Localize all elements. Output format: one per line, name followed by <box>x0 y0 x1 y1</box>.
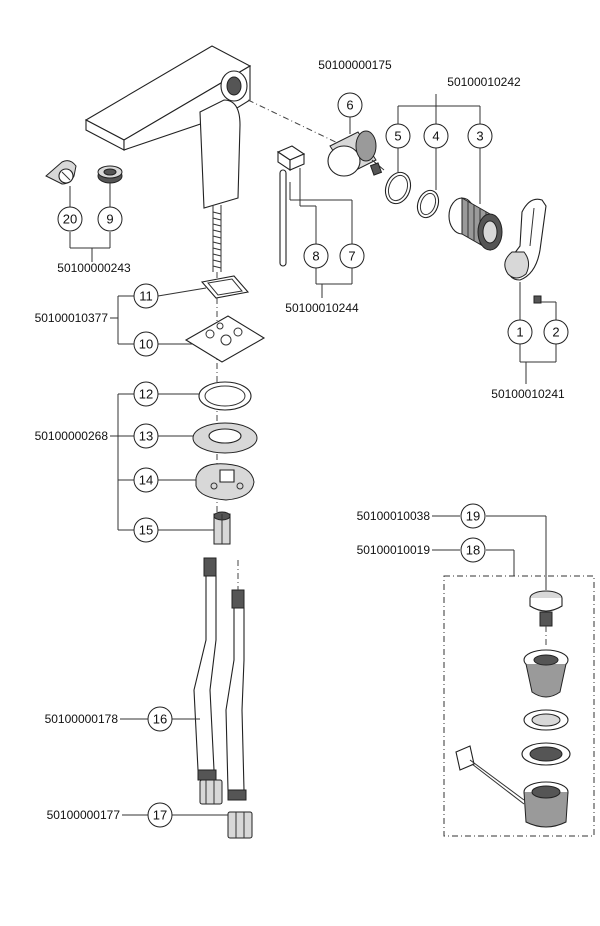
callout-20-number: 20 <box>63 212 77 227</box>
o-ring-small <box>416 189 440 219</box>
aerator <box>97 165 123 184</box>
mounting-plate <box>184 315 266 363</box>
part-number-16: 50100000178 <box>45 712 119 726</box>
callout-3-number: 3 <box>476 129 483 144</box>
handle-sleeve <box>448 197 503 251</box>
supply-hose-right <box>225 560 253 839</box>
callout-7: 7 <box>339 243 365 269</box>
o-ring-large <box>384 171 412 205</box>
callout-16-number: 16 <box>153 712 167 727</box>
rubber-ring <box>198 381 252 411</box>
callout-20: 20 <box>57 206 83 232</box>
threaded-rod <box>212 205 222 272</box>
aerator-key <box>45 160 77 185</box>
lift-rod <box>276 145 306 267</box>
callout-11: 11 <box>133 283 159 309</box>
metal-washer <box>192 422 258 454</box>
supply-hose-left <box>193 557 223 805</box>
callout-5: 5 <box>385 123 411 149</box>
callout-19: 19 <box>460 503 486 529</box>
callout-14-number: 14 <box>139 473 153 488</box>
callout-3: 3 <box>467 123 493 149</box>
mounting-nut <box>213 511 231 545</box>
callout-6: 6 <box>337 92 363 118</box>
part-number-7-8: 50100010244 <box>285 301 359 315</box>
drain-tailpiece <box>523 781 569 828</box>
callout-15-number: 15 <box>139 523 153 538</box>
drain-gasket-2 <box>521 742 571 766</box>
part-number-1-2: 50100010241 <box>491 387 565 401</box>
callout-9-number: 9 <box>106 212 113 227</box>
pop-up-plug <box>529 590 563 648</box>
callout-12-number: 12 <box>139 387 153 402</box>
axis-horizontal <box>247 99 349 149</box>
part-number-18: 50100010019 <box>357 543 431 557</box>
callout-10-number: 10 <box>139 337 153 352</box>
cartridge <box>327 130 385 177</box>
callout-5-number: 5 <box>394 129 401 144</box>
drain-body <box>523 649 569 698</box>
leader-lines <box>69 94 557 816</box>
gasket <box>200 275 250 299</box>
callout-15: 15 <box>133 517 159 543</box>
callout-4: 4 <box>423 123 449 149</box>
part-number-12-15: 50100000268 <box>35 429 109 443</box>
callout-12: 12 <box>133 381 159 407</box>
part-number-19: 50100010038 <box>357 509 431 523</box>
callout-18: 18 <box>460 537 486 563</box>
drain-pivot-rod <box>455 745 525 805</box>
callout-8: 8 <box>303 243 329 269</box>
drain-gasket-1 <box>523 709 569 731</box>
callout-1-number: 1 <box>516 325 523 340</box>
callout-16: 16 <box>147 706 173 732</box>
callout-6-number: 6 <box>346 98 353 113</box>
callout-7-number: 7 <box>348 249 355 264</box>
callout-13-number: 13 <box>139 429 153 444</box>
callout-17: 17 <box>147 802 173 828</box>
part-number-9-20: 50100000243 <box>57 261 131 275</box>
callout-8-number: 8 <box>312 249 319 264</box>
callout-18-number: 18 <box>466 543 480 558</box>
callout-14: 14 <box>133 467 159 493</box>
callout-13: 13 <box>133 423 159 449</box>
callout-2: 2 <box>543 319 569 345</box>
callout-10: 10 <box>133 331 159 357</box>
callout-19-number: 19 <box>466 509 480 524</box>
part-number-17: 50100000177 <box>47 808 121 822</box>
callout-9: 9 <box>97 206 123 232</box>
drain-kit-frame <box>443 575 595 837</box>
o-ring-small-inner <box>419 192 437 216</box>
faucet-body <box>84 45 252 209</box>
callout-17-number: 17 <box>153 808 167 823</box>
part-number-6: 50100000175 <box>318 58 392 72</box>
callout-11-number: 11 <box>139 289 153 304</box>
handle-screw <box>533 295 542 304</box>
horseshoe-plate <box>195 463 255 501</box>
callout-4-number: 4 <box>432 129 439 144</box>
part-number-10-11: 50100010377 <box>35 311 109 325</box>
o-ring-large-inner <box>387 174 409 202</box>
callout-2-number: 2 <box>552 325 559 340</box>
handle-lever <box>504 198 547 281</box>
part-number-3-4-5: 50100010242 <box>447 75 521 89</box>
callout-1: 1 <box>507 319 533 345</box>
